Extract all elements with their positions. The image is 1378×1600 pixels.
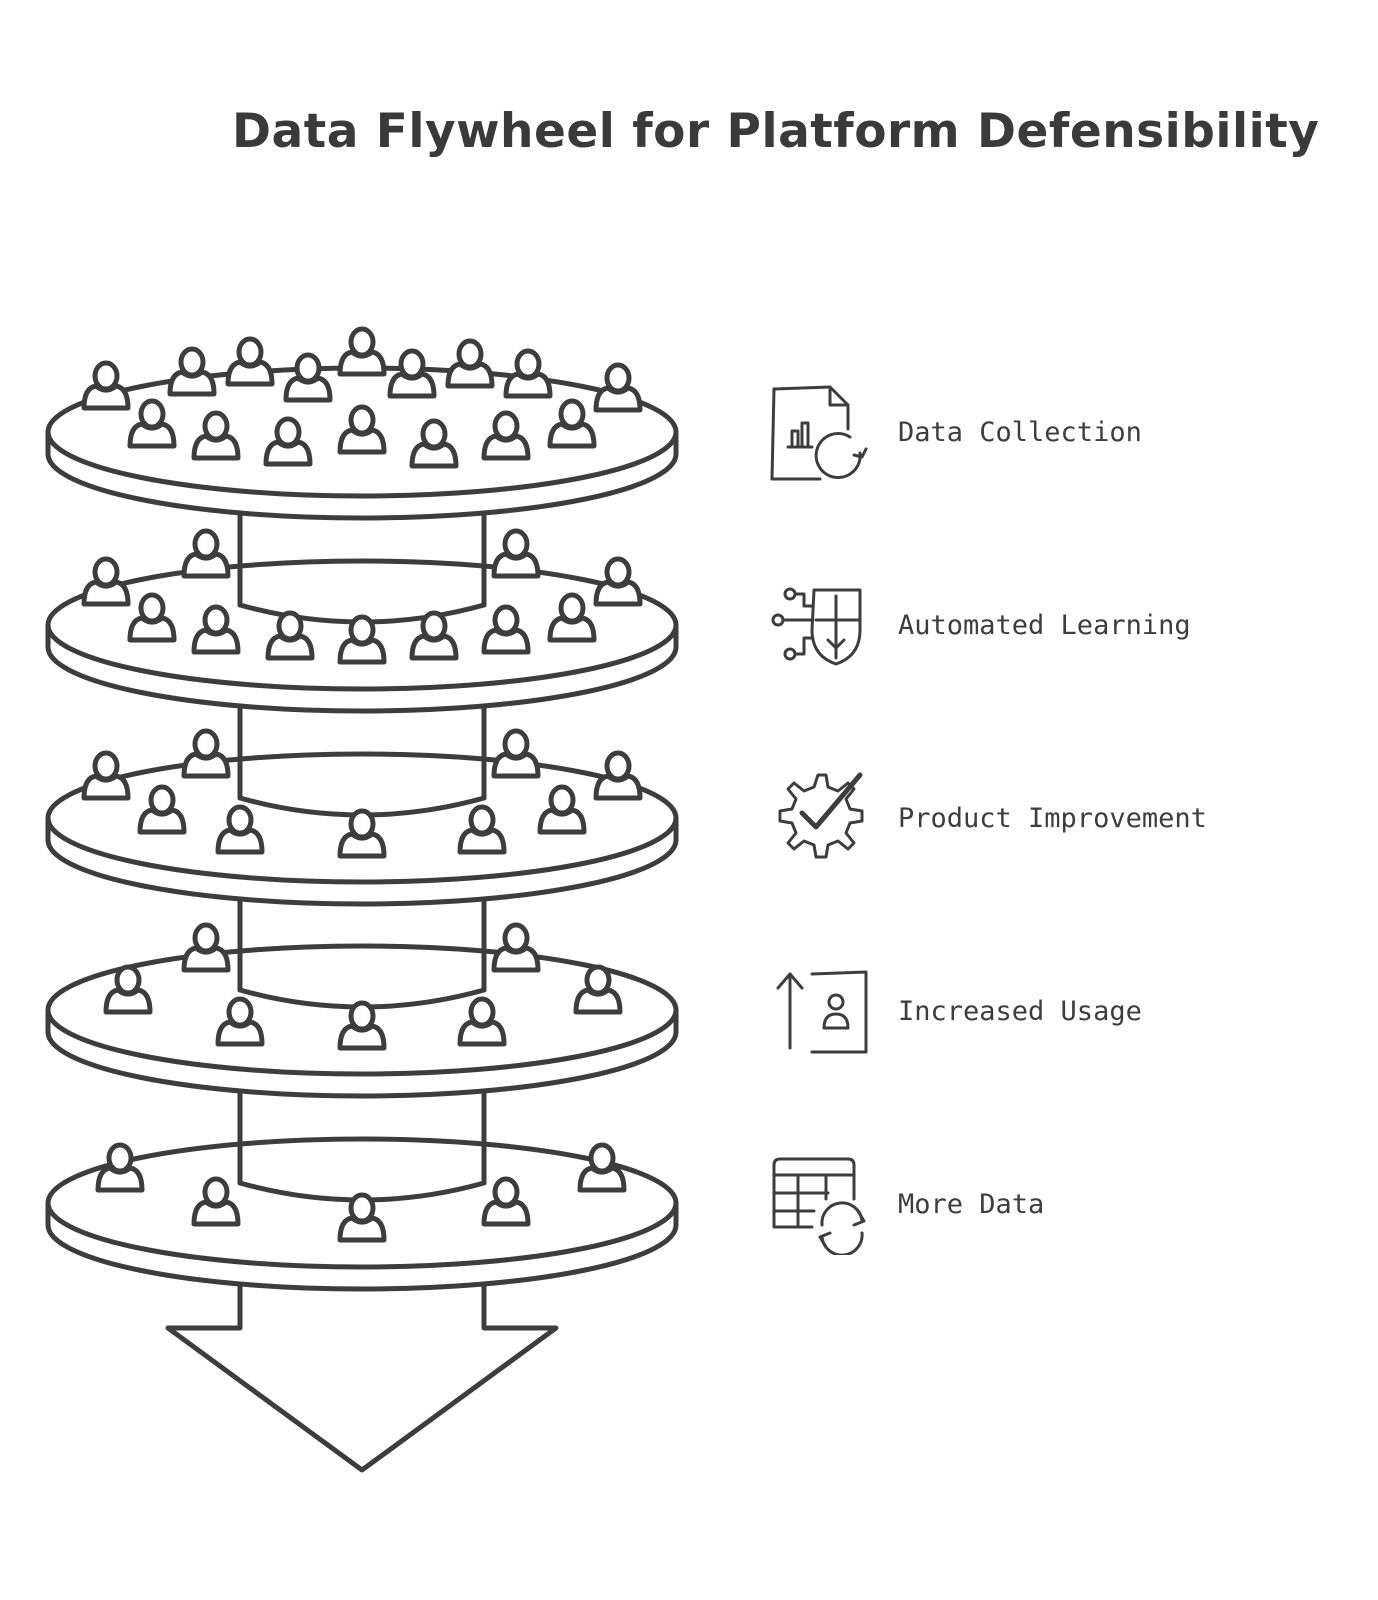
- user-figure-icon: [337, 326, 387, 377]
- user-figure-icon: [503, 348, 553, 399]
- step-data-collection: Data Collection: [768, 383, 1328, 483]
- user-figure-icon: [95, 1142, 145, 1193]
- user-figure-icon: [181, 728, 231, 779]
- user-figure-icon: [127, 398, 177, 449]
- user-figure-icon: [81, 750, 131, 801]
- step-product-improvement: Product Improvement: [768, 769, 1328, 869]
- user-figure-icon: [491, 922, 541, 973]
- user-figure-icon: [337, 808, 387, 859]
- user-figure-icon: [593, 556, 643, 607]
- user-figure-icon: [263, 416, 313, 467]
- user-figure-icon: [181, 528, 231, 579]
- user-figure-icon: [387, 348, 437, 399]
- user-figure-icon: [457, 996, 507, 1047]
- user-figure-icon: [547, 592, 597, 643]
- user-figure-icon: [81, 556, 131, 607]
- tower-disc: [45, 922, 679, 1099]
- user-figure-icon: [337, 1000, 387, 1051]
- gear-check-icon: [778, 772, 864, 859]
- user-figure-icon: [191, 1176, 241, 1227]
- user-figure-icon: [283, 352, 333, 403]
- table-refresh-icon: [772, 1157, 866, 1255]
- step-automated-learning: Automated Learning: [768, 576, 1328, 676]
- user-figure-icon: [337, 404, 387, 455]
- step-label: Automated Learning: [898, 610, 1191, 641]
- arrow-up-user-card-icon: [776, 970, 868, 1054]
- down-arrow-icon: [165, 1247, 559, 1473]
- tower-disc: [45, 528, 679, 714]
- user-figure-icon: [593, 750, 643, 801]
- user-figure-icon: [573, 964, 623, 1015]
- user-figure-icon: [481, 604, 531, 655]
- user-figure-icon: [337, 614, 387, 665]
- user-figure-icon: [577, 1142, 627, 1193]
- step-label: Product Improvement: [898, 803, 1207, 834]
- user-figure-icon: [481, 410, 531, 461]
- user-figure-icon: [181, 922, 231, 973]
- user-tower-diagram: [45, 326, 679, 1473]
- user-figure-icon: [547, 398, 597, 449]
- user-figure-icon: [215, 996, 265, 1047]
- user-figure-icon: [215, 804, 265, 855]
- user-figure-icon: [337, 1192, 387, 1243]
- user-figure-icon: [265, 610, 315, 661]
- user-figure-icon: [445, 338, 495, 389]
- user-figure-icon: [127, 592, 177, 643]
- user-figure-icon: [103, 964, 153, 1015]
- user-figure-icon: [491, 528, 541, 579]
- tower-disc: [45, 326, 679, 521]
- user-figure-icon: [481, 1176, 531, 1227]
- chart-document-refresh-icon: [770, 385, 868, 481]
- step-label: Data Collection: [898, 417, 1142, 448]
- step-label: More Data: [898, 1189, 1045, 1220]
- neural-shield-icon: [771, 587, 862, 666]
- user-figure-icon: [167, 346, 217, 397]
- step-increased-usage: Increased Usage: [768, 962, 1328, 1062]
- user-figure-icon: [593, 362, 643, 413]
- user-figure-icon: [491, 728, 541, 779]
- user-figure-icon: [191, 410, 241, 461]
- user-figure-icon: [409, 610, 459, 661]
- tower-disc: [45, 1136, 679, 1292]
- user-figure-icon: [191, 604, 241, 655]
- step-more-data: More Data: [768, 1155, 1328, 1255]
- user-figure-icon: [457, 804, 507, 855]
- user-figure-icon: [137, 784, 187, 835]
- user-figure-icon: [409, 418, 459, 469]
- user-figure-icon: [225, 336, 275, 387]
- user-figure-icon: [81, 360, 131, 411]
- page-title: Data Flywheel for Platform Defensibility: [232, 104, 1320, 159]
- user-figure-icon: [537, 784, 587, 835]
- step-label: Increased Usage: [898, 996, 1142, 1027]
- tower-disc: [45, 728, 679, 907]
